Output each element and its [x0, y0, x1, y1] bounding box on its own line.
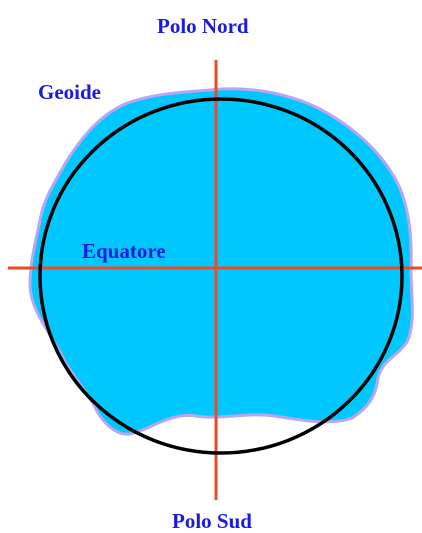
south-pole-label: Polo Sud: [172, 509, 252, 533]
equator-label: Equatore: [82, 239, 166, 263]
geoid-label: Geoide: [38, 80, 101, 104]
north-pole-label: Polo Nord: [157, 14, 249, 38]
geoid-shape: [28, 87, 414, 436]
ellipsoid-circle: [38, 97, 404, 455]
